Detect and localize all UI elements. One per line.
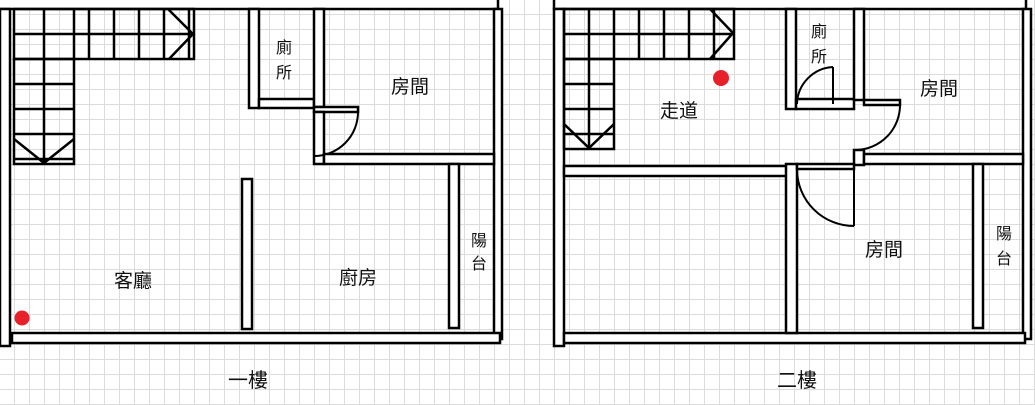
floor-1-caption: 一樓 (228, 368, 268, 392)
floor-2-caption: 二樓 (777, 368, 817, 392)
label-bedroom: 房間 (920, 78, 958, 100)
label-corridor: 走道 (660, 100, 698, 122)
toilet-wall-left (784, 7, 798, 111)
room-wall-bottom (322, 152, 496, 166)
room-wall-left-lower (852, 148, 866, 167)
toilet-wall-left (247, 7, 261, 110)
label-living-room: 客廳 (114, 270, 152, 292)
label-toilet: 所 (811, 47, 827, 66)
room-door-swing (313, 111, 359, 157)
label-bedroom: 房間 (391, 76, 429, 98)
toilet-door-swing (796, 66, 834, 105)
wall-right (492, 7, 504, 341)
bedroom2-wall-left (784, 162, 799, 335)
location-marker (713, 70, 729, 86)
bedroom2-door-jamb (795, 162, 856, 171)
floor-2-plan: 廁 所 走道 房間 房間 陽 台 二樓 (552, 0, 1033, 392)
floor-1-plan: 廁 所 房間 客廳 廚房 陽 台 一樓 (0, 0, 504, 392)
label-toilet: 廁 (811, 22, 827, 41)
label-toilet: 所 (276, 63, 292, 82)
wall-bottom (10, 331, 502, 345)
label-balcony: 台 (996, 249, 1012, 268)
room-wall-bottom (862, 152, 1025, 166)
wall-left (552, 7, 566, 348)
balcony-wall (447, 162, 461, 330)
staircase (562, 7, 736, 151)
toilet-wall-bottom (794, 97, 856, 111)
wall-top (552, 0, 1028, 11)
bedroom2-door-swing (796, 169, 855, 227)
room-wall-left (852, 7, 866, 102)
label-balcony: 陽 (471, 231, 487, 250)
staircase (12, 7, 196, 166)
room-wall-left (312, 7, 326, 109)
wall-top (0, 0, 500, 11)
toilet-wall-bottom (257, 97, 316, 110)
wall-bottom (562, 331, 1027, 345)
room-door-jamb (862, 98, 902, 107)
label-balcony: 台 (471, 254, 487, 273)
label-bedroom: 房間 (865, 239, 903, 261)
room-wall-left-lower (312, 110, 326, 166)
label-balcony: 陽 (996, 224, 1012, 243)
corridor-wall (562, 164, 796, 178)
wall-left (0, 7, 12, 348)
label-kitchen: 廚房 (339, 266, 377, 289)
location-marker (14, 310, 30, 326)
room-door-jamb (312, 105, 360, 114)
label-toilet: 廁 (276, 38, 292, 57)
wall-right (1021, 7, 1033, 341)
balcony-wall (971, 162, 985, 330)
kitchen-partition (240, 177, 254, 331)
room-door-swing (855, 103, 902, 151)
